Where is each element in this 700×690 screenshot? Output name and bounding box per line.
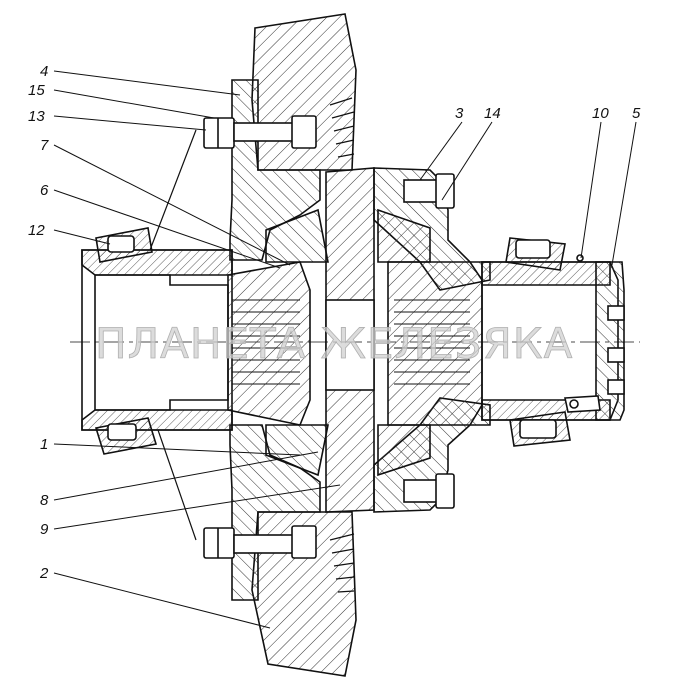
bolt-top-left: [203, 115, 317, 149]
bolt-bottom-right: [403, 473, 455, 509]
callout-3: 3: [455, 105, 464, 122]
callout-13: 13: [28, 108, 45, 125]
callout-14: 14: [484, 105, 501, 122]
callout-10: 10: [592, 105, 609, 122]
callout-15: 15: [28, 82, 45, 99]
outline-taper-bottom: [157, 429, 197, 541]
gear-teeth-bottom: [329, 533, 355, 593]
outline-taper-top: [149, 129, 197, 251]
right-bearing-bottom: [509, 411, 571, 447]
callout-9: 9: [40, 521, 49, 538]
right-bearing-top: [505, 237, 566, 271]
left-pinion-bottom: [265, 424, 329, 477]
bolt-bottom-left: [203, 525, 317, 559]
callout-12: 12: [28, 222, 45, 239]
callout-5: 5: [632, 105, 641, 122]
callout-4: 4: [40, 63, 48, 80]
gear-teeth-top: [329, 97, 355, 158]
adjusting-nut: [595, 261, 625, 421]
right-splines: [394, 299, 470, 385]
callout-7: 7: [40, 137, 49, 154]
bolt-top-right: [403, 173, 455, 209]
callout-8: 8: [40, 492, 49, 509]
left-bearing-bottom: [94, 417, 158, 455]
cross-shaft-center: [325, 299, 375, 391]
leader-lines: [53, 70, 637, 629]
watermark: ПЛАНЕТА ЖЕЛЕЗЯКА: [95, 319, 573, 368]
callout-6: 6: [40, 182, 49, 199]
callout-1: 1: [40, 436, 48, 453]
lock-plate: [564, 254, 601, 413]
nut-lugs: [607, 305, 625, 395]
drawing-body: [70, 13, 640, 677]
callout-2: 2: [39, 565, 49, 582]
left-splines: [232, 299, 300, 385]
callout-labels: 4 15 13 7 6 12 1 8 9 2 3 14 10 5: [28, 63, 641, 582]
left-bearing-top: [95, 227, 153, 263]
left-pinion-top: [265, 208, 329, 263]
